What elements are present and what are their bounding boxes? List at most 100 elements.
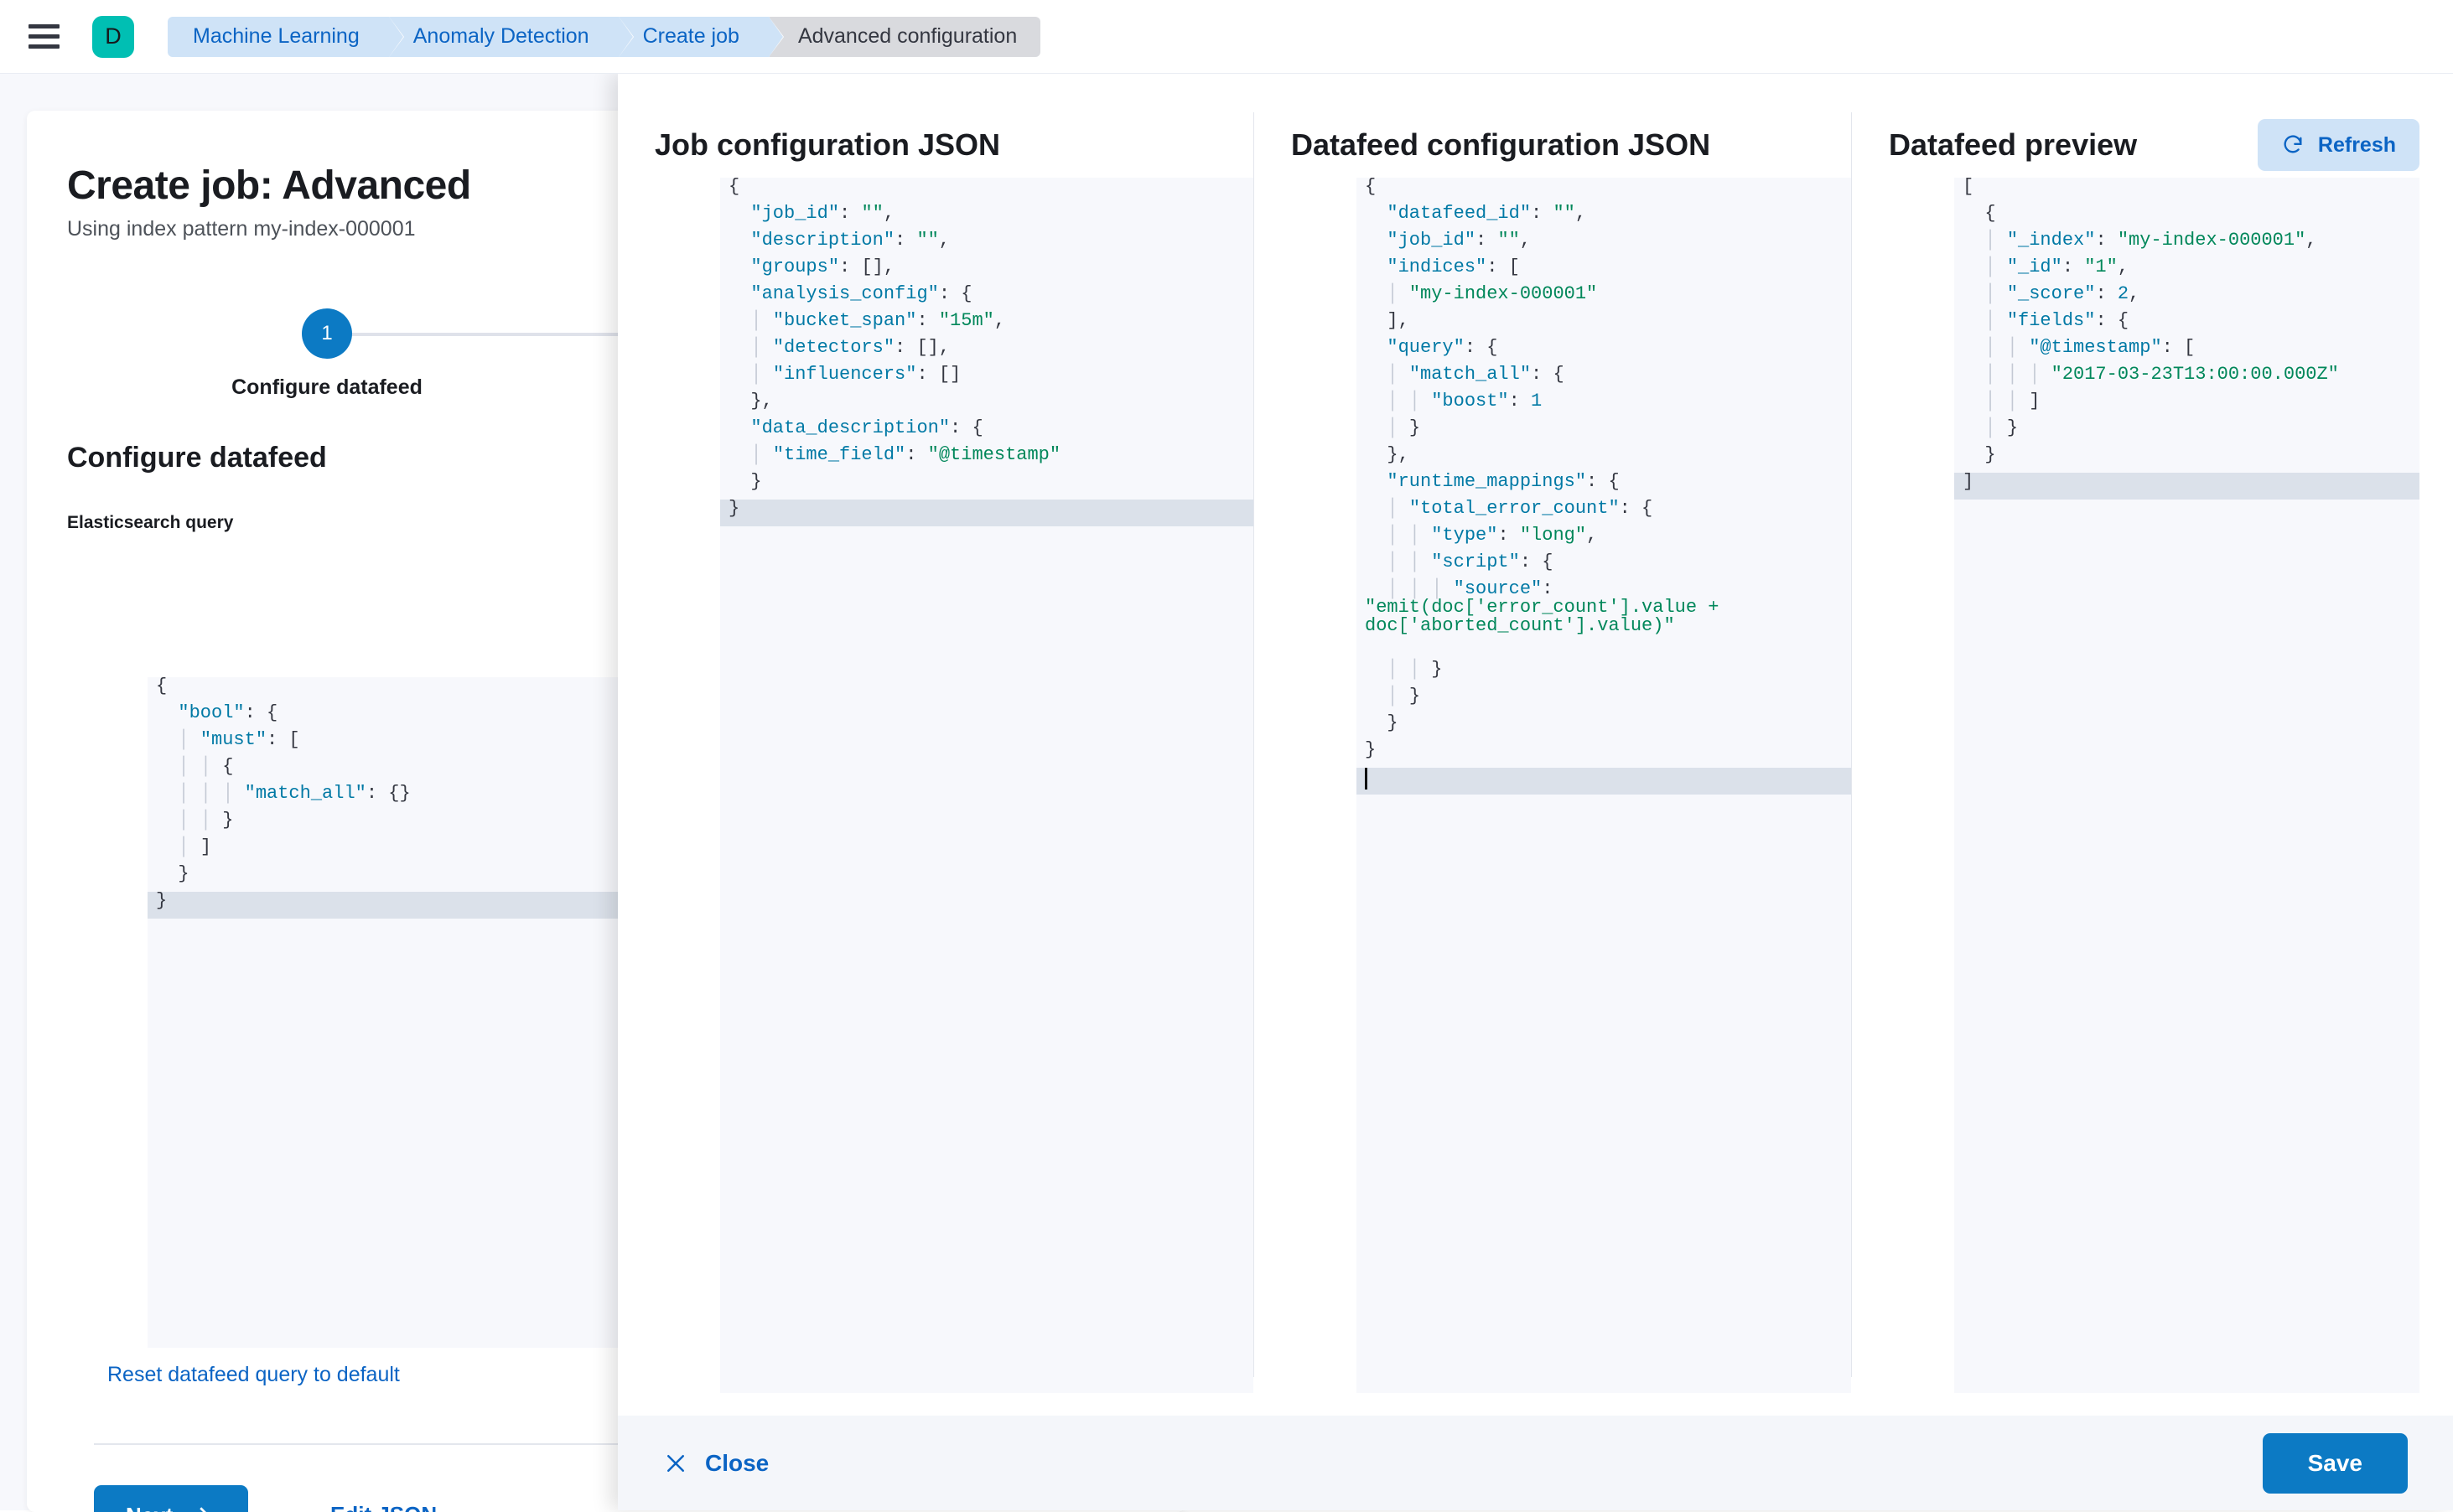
editor-line[interactable]: 19 } (1291, 714, 1851, 741)
next-button-label: Next (126, 1503, 173, 1512)
editor-gutter (94, 677, 148, 1348)
code-text: │ } (1356, 687, 1851, 706)
editor-line[interactable]: 16 │ │ │ "source": "emit(doc['error_coun… (1291, 580, 1851, 660)
close-button[interactable]: Close (663, 1450, 769, 1477)
panel-header-datafeed-preview: Datafeed preview Refresh (1889, 112, 2419, 178)
elastic-logo-avatar[interactable]: D (92, 16, 134, 58)
editor-line[interactable]: 21 (1291, 768, 1851, 795)
editor-line[interactable]: 7▾ │ │ "@timestamp": [ (1889, 339, 2419, 365)
editor-line[interactable]: 12 } (655, 473, 1253, 500)
breadcrumb-item-create-job[interactable]: Create job (620, 17, 770, 57)
edit-json-link[interactable]: Edit JSON (330, 1502, 437, 1512)
editor-line[interactable]: 10▾ "data_description": { (655, 419, 1253, 446)
editor-line[interactable]: 4▾ "indices": [ (1291, 258, 1851, 285)
editor-line[interactable]: 3▾ │ "must": [ (94, 731, 643, 758)
flyout-body: Job configuration JSON 1▾{2 "job_id": ""… (618, 74, 2453, 1416)
editor-line[interactable]: 2▾ { (1889, 205, 2419, 231)
editor-line[interactable]: 13} (655, 500, 1253, 526)
editor-line[interactable]: 5 │ │ │ "match_all": {} (94, 784, 643, 811)
code-text: │ "match_all": { (1356, 365, 1851, 384)
editor-line[interactable]: 4 │ "_id": "1", (1889, 258, 2419, 285)
editor-line[interactable]: 8 │ "influencers": [] (655, 365, 1253, 392)
editor-line[interactable]: 10 │ } (1291, 419, 1851, 446)
editor-line[interactable]: 8 │ │ │ "2017-03-23T13:00:00.000Z" (1889, 365, 2419, 392)
editor-line[interactable]: 8 } (94, 865, 643, 892)
editor-line[interactable]: 4 "groups": [], (655, 258, 1253, 285)
breadcrumb: Machine Learning Anomaly Detection Creat… (168, 17, 1040, 57)
editor-line[interactable]: 7 │ "detectors": [], (655, 339, 1253, 365)
editor-line[interactable]: 3 "job_id": "", (1291, 231, 1851, 258)
top-navigation-bar: D Machine Learning Anomaly Detection Cre… (0, 0, 2453, 74)
save-button[interactable]: Save (2263, 1433, 2408, 1494)
next-button[interactable]: Next (94, 1485, 248, 1512)
datafeed-config-json-editor[interactable]: 1▾{2 "datafeed_id": "",3 "job_id": "",4▾… (1291, 178, 1851, 1393)
code-text: │ "fields": { (1954, 312, 2419, 330)
reset-datafeed-query-link[interactable]: Reset datafeed query to default (107, 1363, 400, 1387)
step-1-indicator[interactable]: 1 (302, 308, 352, 359)
editor-line[interactable]: 1▾{ (655, 178, 1253, 205)
editor-line[interactable]: 2 "job_id": "", (655, 205, 1253, 231)
refresh-icon (2281, 133, 2305, 157)
editor-line[interactable]: 6 │ "bucket_span": "15m", (655, 312, 1253, 339)
editor-line[interactable]: 10 │ } (1889, 419, 2419, 446)
editor-line[interactable]: 5 │ "my-index-000001" (1291, 285, 1851, 312)
editor-line[interactable]: 5▾ "analysis_config": { (655, 285, 1253, 312)
editor-line[interactable]: 6 │ │ } (94, 811, 643, 838)
breadcrumb-item-anomaly-detection[interactable]: Anomaly Detection (390, 17, 620, 57)
editor-lines[interactable]: 1▾[2▾ {3 │ "_index": "my-index-000001",4… (1889, 178, 2419, 500)
editor-line[interactable]: 9} (94, 892, 643, 919)
editor-line[interactable]: 7▾ "query": { (1291, 339, 1851, 365)
panel-job-configuration-json: Job configuration JSON 1▾{2 "job_id": ""… (618, 112, 1253, 1416)
editor-line[interactable]: 11 │ "time_field": "@timestamp" (655, 446, 1253, 473)
editor-line[interactable]: 18 │ } (1291, 687, 1851, 714)
editor-line[interactable]: 12] (1889, 473, 2419, 500)
code-text: { (1954, 205, 2419, 223)
panel-header-job-config: Job configuration JSON (655, 112, 1253, 178)
code-text: │ "_id": "1", (1954, 258, 2419, 277)
editor-line[interactable]: 9 │ │ ] (1889, 392, 2419, 419)
editor-line[interactable]: 12▾ "runtime_mappings": { (1291, 473, 1851, 500)
editor-line[interactable]: 11 } (1889, 446, 2419, 473)
code-text: │ │ "type": "long", (1356, 526, 1851, 545)
editor-lines[interactable]: 1▾{2▾ "bool": {3▾ │ "must": [4▾ │ │ {5 │… (94, 677, 643, 919)
editor-line[interactable]: 1▾{ (94, 677, 643, 704)
editor-line[interactable]: 17 │ │ } (1291, 660, 1851, 687)
editor-line[interactable]: 14 │ │ "type": "long", (1291, 526, 1851, 553)
editor-line[interactable]: 9 }, (655, 392, 1253, 419)
refresh-button[interactable]: Refresh (2258, 119, 2419, 171)
editor-line[interactable]: 8▾ │ "match_all": { (1291, 365, 1851, 392)
datafeed-preview-editor[interactable]: 1▾[2▾ {3 │ "_index": "my-index-000001",4… (1889, 178, 2419, 1393)
editor-line[interactable]: 4▾ │ │ { (94, 758, 643, 784)
job-config-json-editor[interactable]: 1▾{2 "job_id": "",3 "description": "",4 … (655, 178, 1253, 1393)
code-text: } (1356, 741, 1851, 759)
editor-lines[interactable]: 1▾{2 "job_id": "",3 "description": "",4 … (655, 178, 1253, 526)
editor-line[interactable]: 7 │ ] (94, 838, 643, 865)
editor-line[interactable]: 5 │ "_score": 2, (1889, 285, 2419, 312)
editor-line[interactable]: 3 "description": "", (655, 231, 1253, 258)
code-text: │ ] (148, 838, 643, 857)
editor-line[interactable]: 9 │ │ "boost": 1 (1291, 392, 1851, 419)
editor-line[interactable]: 2▾ "bool": { (94, 704, 643, 731)
editor-gutter (655, 178, 720, 1393)
code-text: "runtime_mappings": { (1356, 473, 1851, 491)
editor-line[interactable]: 3 │ "_index": "my-index-000001", (1889, 231, 2419, 258)
editor-line[interactable]: 2 "datafeed_id": "", (1291, 205, 1851, 231)
editor-line[interactable]: 1▾{ (1291, 178, 1851, 205)
editor-line[interactable]: 20} (1291, 741, 1851, 768)
editor-line[interactable]: 1▾[ (1889, 178, 2419, 205)
code-text: │ "influencers": [] (720, 365, 1253, 384)
editor-line[interactable]: 15▾ │ │ "script": { (1291, 553, 1851, 580)
editor-line[interactable]: 6▾ │ "fields": { (1889, 312, 2419, 339)
editor-lines[interactable]: 1▾{2 "datafeed_id": "",3 "job_id": "",4▾… (1291, 178, 1851, 795)
text-cursor (1365, 768, 1367, 790)
code-text: │ "_score": 2, (1954, 285, 2419, 303)
code-text: { (720, 178, 1253, 196)
hamburger-menu-icon[interactable] (29, 20, 69, 54)
breadcrumb-item-machine-learning[interactable]: Machine Learning (168, 17, 390, 57)
panel-datafeed-configuration-json: Datafeed configuration JSON 1▾{2 "datafe… (1254, 112, 1851, 1416)
editor-line[interactable]: 6 ], (1291, 312, 1851, 339)
editor-line[interactable]: 13▾ │ "total_error_count": { (1291, 500, 1851, 526)
editor-line[interactable]: 11 }, (1291, 446, 1851, 473)
elasticsearch-query-editor[interactable]: 1▾{2▾ "bool": {3▾ │ "must": [4▾ │ │ {5 │… (94, 677, 643, 1348)
code-text: "bool": { (148, 704, 643, 722)
